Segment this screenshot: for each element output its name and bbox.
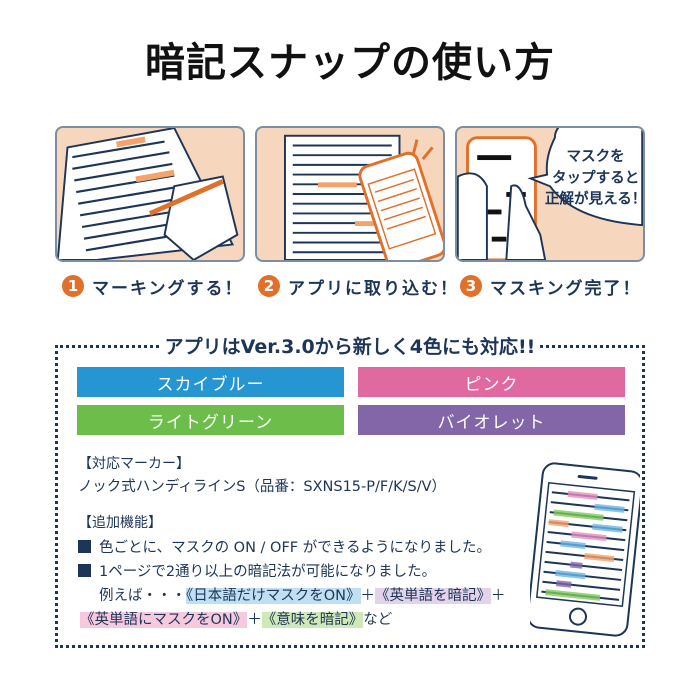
marker-text: ノック式ハンディラインS（品番：SXNS15-P/F/K/S/V） [78,479,447,495]
colors-section-title: アプリはVer.3.0から新しく4色にも対応!! [160,332,540,360]
feature-item-2: 1ページで2通り以上の暗記法が可能になりました。 [78,560,436,581]
features-heading: 【追加機能】 [78,515,162,531]
marking-illustration [55,126,245,262]
bullet-square-icon [78,564,91,577]
page-title: 暗記スナップの使い方 [145,40,555,86]
feature-text: 1ページで2通り以上の暗記法が可能になりました。 [99,564,437,580]
phone-illustration [526,462,644,637]
plus-sign: ＋ [491,588,506,604]
step-label: マーキングする！ [92,278,244,299]
step-3: 3 マスキング完了！ [460,272,642,300]
example-suffix: など [363,612,393,628]
plus-sign: ＋ [247,612,262,628]
step-number-badge: 2 [258,275,280,297]
step-label: アプリに取り込む！ [288,278,459,299]
plus-sign: ＋ [360,588,376,604]
example-english-mask: 《英単語にマスクをON》 [80,612,248,628]
svg-text:正解が見える！: 正解が見える！ [545,190,643,208]
feature-item-1: 色ごとに、マスクの ON / OFF ができるようになりました。 [78,536,491,557]
example-meaning-memorize: 《意味を暗記》 [261,612,364,628]
example-prefix: 例えば・・・ [99,588,186,604]
example-line-2: 《英単語にマスクをON》＋《意味を暗記》など [80,608,392,629]
step-1: 1 マーキングする！ [62,272,244,300]
chip-light-green: ライトグリーン [77,405,344,435]
color-chips: スカイブルー ピンク ライトグリーン バイオレット [77,367,625,435]
step-label: マスキング完了！ [490,278,642,299]
chip-sky-blue: スカイブルー [77,367,344,397]
masking-illustration: マスクを タップすると 正解が見える！ [455,126,645,262]
marker-heading: 【対応マーカー】 [78,456,190,472]
step-number-badge: 3 [460,275,482,297]
svg-text:タップすると: タップすると [552,169,639,186]
example-english-memorize: 《英単語を暗記》 [375,588,492,604]
capture-illustration [255,126,445,262]
step-number-badge: 1 [62,275,84,297]
svg-text:マスクを: マスクを [567,148,625,165]
example-line-1: 例えば・・・《日本語だけマスクをON》＋《英単語を暗記》＋ [99,584,506,605]
step-2: 2 アプリに取り込む！ [258,272,459,300]
example-japanese-mask: 《日本語だけマスクをON》 [186,588,361,604]
bullet-square-icon [78,540,91,553]
chip-pink: ピンク [358,367,625,397]
feature-text: 色ごとに、マスクの ON / OFF ができるようになりました。 [99,540,491,556]
chip-violet: バイオレット [358,405,625,435]
